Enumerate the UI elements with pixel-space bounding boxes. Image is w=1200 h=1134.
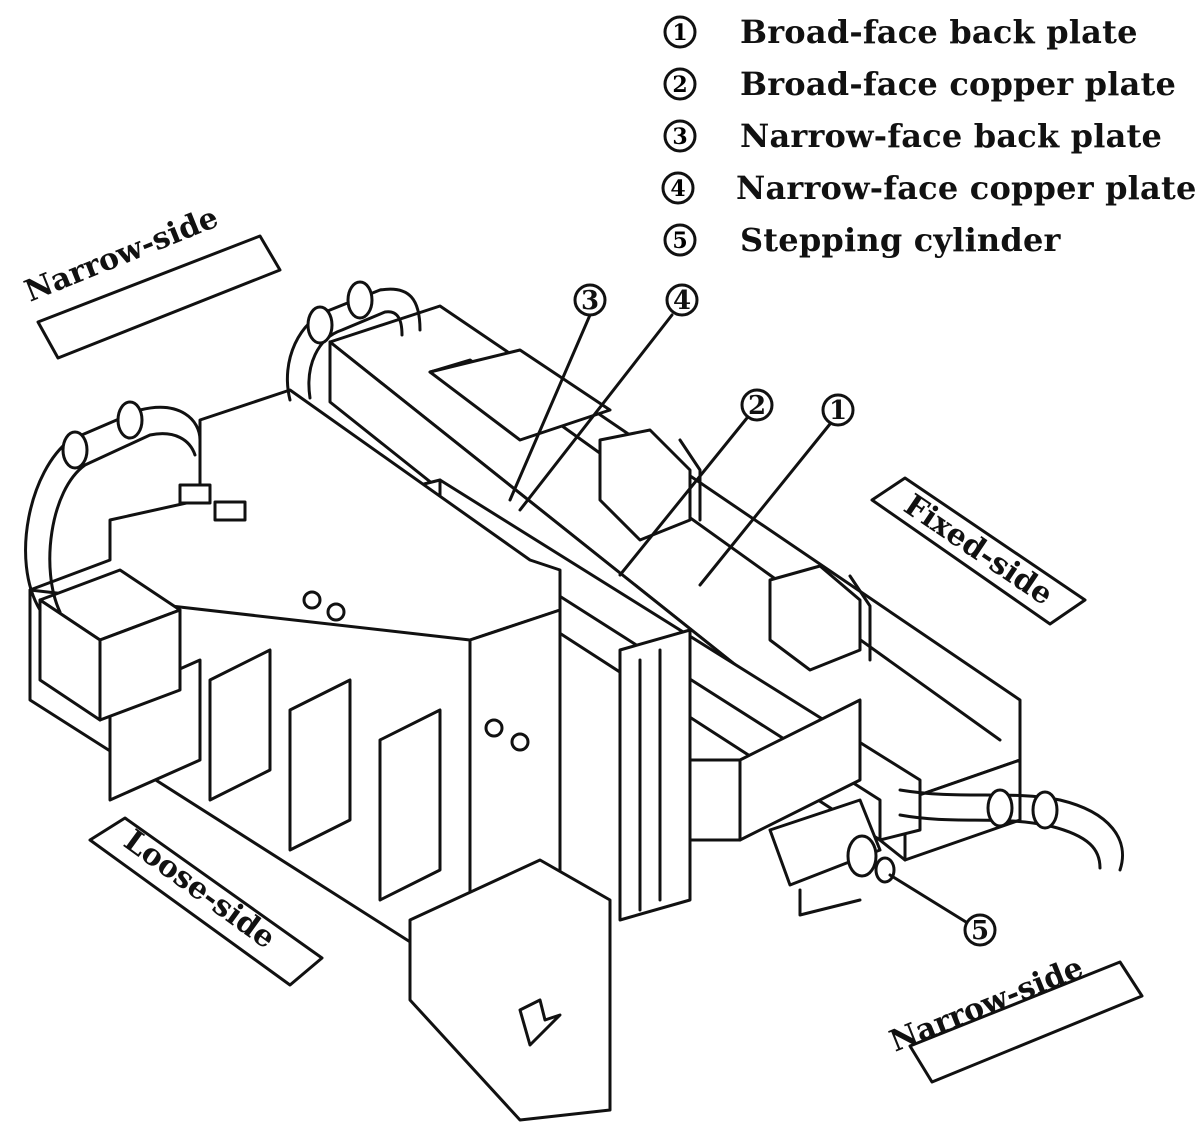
circled-number-icon: 2: [660, 64, 700, 104]
circled-number-icon: 3: [660, 116, 700, 156]
legend-label: Broad-face copper plate: [740, 65, 1177, 103]
legend-item-2: 2 Broad-face copper plate: [660, 58, 1195, 110]
fixed-side-label: Fixed-side: [870, 476, 1087, 626]
callout-5: 5: [888, 873, 997, 947]
svg-text:3: 3: [672, 124, 687, 150]
svg-text:Narrow-side: Narrow-side: [20, 200, 223, 309]
svg-text:3: 3: [581, 286, 599, 316]
svg-text:5: 5: [971, 916, 989, 946]
svg-text:1: 1: [829, 396, 847, 426]
narrow-side-label-top: Narrow-side: [20, 200, 282, 360]
callout-3: 3: [508, 283, 607, 502]
legend-item-4: 4 Narrow-face copper plate: [660, 162, 1197, 214]
legend: 1 Broad-face back plate 2 Broad-face cop…: [660, 6, 1197, 266]
callout-2: 2: [618, 388, 774, 577]
svg-text:2: 2: [672, 72, 687, 98]
circled-number-icon: 5: [660, 220, 700, 260]
svg-text:2: 2: [748, 391, 766, 421]
circled-number-icon: 1: [660, 12, 700, 52]
water-pipe-left: [24, 400, 202, 614]
callout-1: 1: [698, 393, 855, 587]
legend-label: Narrow-face back plate: [740, 117, 1163, 155]
callout-4: 4: [518, 283, 699, 512]
narrow-side-label-bottom: Narrow-side: [885, 950, 1144, 1084]
water-pipe-right: [898, 788, 1124, 872]
legend-label: Stepping cylinder: [740, 221, 1061, 259]
legend-item-1: 1 Broad-face back plate: [660, 6, 1195, 58]
legend-item-3: 3 Narrow-face back plate: [660, 110, 1195, 162]
svg-text:4: 4: [670, 176, 685, 202]
circled-number-icon: 4: [660, 168, 696, 208]
legend-label: Narrow-face copper plate: [736, 169, 1197, 207]
narrow-face-plate: [408, 628, 692, 1122]
svg-text:Fixed-side: Fixed-side: [898, 488, 1060, 613]
legend-item-5: 5 Stepping cylinder: [660, 214, 1195, 266]
svg-text:1: 1: [672, 20, 687, 46]
svg-text:5: 5: [672, 228, 687, 254]
svg-text:Narrow-side: Narrow-side: [885, 950, 1088, 1059]
water-pipe-top: [285, 280, 422, 402]
legend-label: Broad-face back plate: [740, 13, 1138, 51]
svg-text:4: 4: [673, 286, 691, 316]
